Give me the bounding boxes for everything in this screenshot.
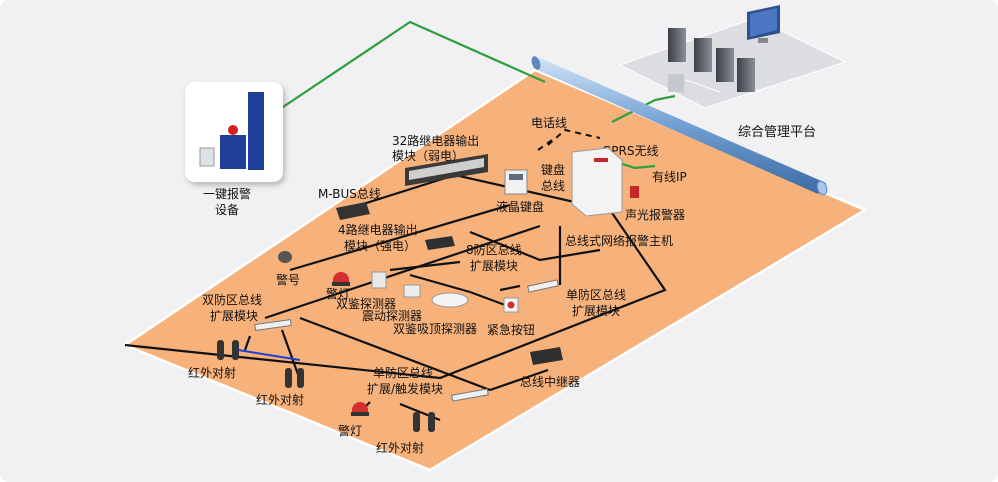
relay32-label-1: 32路继电器输出 bbox=[392, 133, 479, 148]
phone-line-label: 电话线 bbox=[531, 116, 567, 130]
bus-repeater-label: 总线中继器 bbox=[520, 374, 580, 389]
alarm-post-icon bbox=[199, 92, 264, 170]
ir-beam2-label: 红外对射 bbox=[256, 392, 304, 407]
siren-lamp-icon bbox=[332, 272, 350, 286]
lamp2-label: 警灯 bbox=[338, 423, 362, 438]
mbus-label: M-BUS总线 bbox=[318, 187, 381, 201]
ir-beam3-label: 红外对射 bbox=[376, 440, 424, 455]
vibration-detector-icon bbox=[403, 284, 421, 298]
alarm-host-cabinet-icon bbox=[571, 147, 623, 217]
single-zone-label-1: 单防区总线 bbox=[566, 287, 626, 302]
ir-beam1-label: 红外对射 bbox=[188, 365, 236, 380]
sound-light-alarm-label: 声光报警器 bbox=[625, 207, 685, 222]
single-trigger-label-1: 单防区总线 bbox=[373, 365, 433, 380]
single-zone-label-2: 扩展模块 bbox=[572, 304, 620, 318]
emergency-button-icon bbox=[503, 297, 519, 313]
emergency-button-label: 紧急按钮 bbox=[487, 322, 535, 337]
dual-zone-label-1: 双防区总线 bbox=[202, 292, 262, 307]
ceiling-detector-icon bbox=[431, 292, 469, 308]
single-trigger-label-2: 扩展/触发模块 bbox=[367, 381, 443, 396]
zone8-label-2: 扩展模块 bbox=[470, 259, 518, 273]
one-key-alarm-label-2: 设备 bbox=[215, 203, 239, 217]
phone-line bbox=[547, 128, 601, 146]
floor-plate bbox=[122, 68, 868, 472]
horn-label: 警号 bbox=[276, 272, 300, 287]
sound-light-alarm-icon bbox=[630, 186, 639, 198]
one-key-alarm-label-1: 一键报警 bbox=[203, 186, 251, 201]
relay32-module-icon bbox=[405, 154, 488, 186]
wired-ip-label: 有线IP bbox=[652, 170, 687, 184]
keypad-bus-label-2: 总线 bbox=[541, 179, 565, 193]
relay4-label-1: 4路继电器输出 bbox=[338, 222, 418, 237]
platform-label: 综合管理平台 bbox=[738, 125, 816, 140]
motion-detector-icon bbox=[371, 271, 387, 289]
keypad-bus-label-1: 键盘 bbox=[541, 162, 565, 177]
dual-zone-module-icon bbox=[254, 318, 292, 332]
siren-lamp-icon bbox=[351, 402, 369, 416]
relay4-label-2: 模块（强电） bbox=[344, 239, 416, 253]
wired-ip-pipe bbox=[531, 56, 828, 196]
repeater-icon bbox=[530, 347, 563, 365]
single-trigger-module-icon bbox=[451, 388, 489, 402]
infrared-beam-icon bbox=[217, 340, 435, 432]
zone8-label-1: 8防区总线 bbox=[466, 242, 522, 257]
relay32-label-2: 模块（弱电） bbox=[392, 149, 464, 163]
keypad-icon bbox=[504, 169, 528, 195]
zone8-module-icon bbox=[425, 236, 455, 250]
phone-line-lower bbox=[537, 139, 553, 151]
mbus-module-icon bbox=[336, 202, 370, 220]
dual-zone-label-2: 扩展模块 bbox=[210, 309, 258, 323]
bus-module-icon bbox=[527, 279, 559, 293]
dual-detector-label: 双鉴探测器 bbox=[336, 297, 396, 311]
horn-icon bbox=[278, 251, 292, 263]
vibration-detector-label: 震动探测器 bbox=[362, 309, 422, 323]
lamp1-label: 警灯 bbox=[326, 286, 350, 301]
lcd-keypad-label: 液晶键盘 bbox=[496, 199, 544, 214]
ceiling-detector-label: 双鉴吸顶探测器 bbox=[393, 322, 477, 336]
host-label: 总线式网络报警主机 bbox=[565, 233, 673, 248]
server-cluster-icon bbox=[668, 28, 755, 93]
monitor-icon bbox=[747, 5, 780, 43]
